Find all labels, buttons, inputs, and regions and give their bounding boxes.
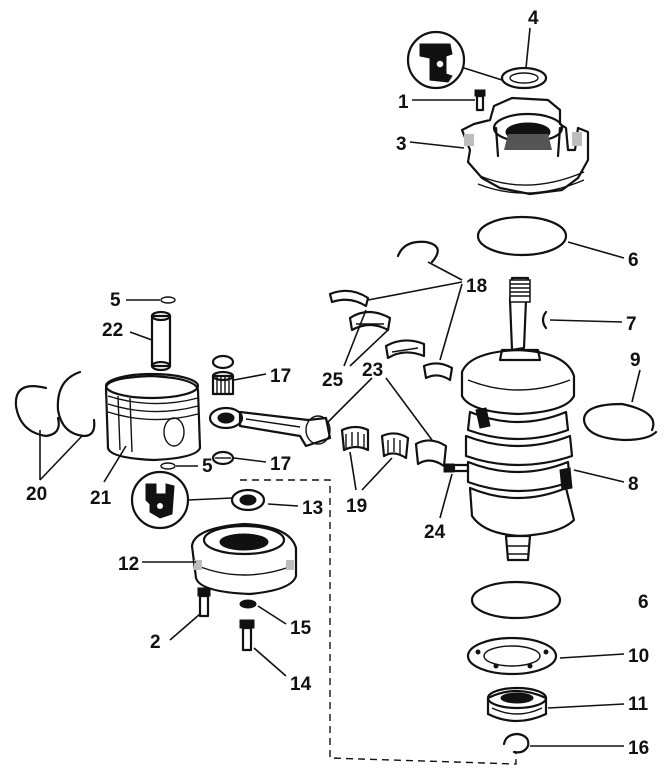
callout-25: 25 bbox=[322, 370, 344, 391]
ball-bearing bbox=[486, 686, 548, 723]
wrist-pin bbox=[150, 310, 172, 372]
needle-bearing-lower bbox=[211, 450, 235, 466]
crankshaft bbox=[460, 276, 576, 562]
snap-ring-16 bbox=[502, 732, 530, 754]
wrist-pin-clip-upper bbox=[160, 296, 176, 304]
screw-24 bbox=[443, 463, 470, 473]
lower-bearing-housing bbox=[190, 522, 298, 596]
o-ring-upper bbox=[476, 215, 568, 257]
seal-section-inset-lower bbox=[130, 470, 190, 530]
callout-15: 15 bbox=[290, 618, 312, 639]
callout-18: 18 bbox=[466, 276, 487, 297]
thrust-plate bbox=[466, 636, 558, 676]
screw-2 bbox=[197, 587, 211, 618]
piston-rings bbox=[14, 370, 96, 438]
callout-12: 12 bbox=[118, 554, 139, 575]
seal-upper bbox=[500, 66, 548, 90]
callout-3: 3 bbox=[396, 134, 407, 155]
screw-1 bbox=[474, 89, 486, 112]
callout-10: 10 bbox=[628, 646, 649, 667]
seal-lower bbox=[230, 488, 266, 512]
callout-5-upper: 5 bbox=[110, 290, 121, 311]
callout-16: 16 bbox=[628, 738, 649, 759]
callout-20: 20 bbox=[26, 484, 47, 505]
callout-5-lower: 5 bbox=[202, 456, 213, 477]
callout-24: 24 bbox=[424, 522, 446, 543]
snap-ring-9 bbox=[582, 402, 658, 442]
seal-section-inset bbox=[406, 30, 466, 90]
callout-6-lower: 6 bbox=[638, 592, 649, 613]
callout-13: 13 bbox=[302, 498, 323, 519]
callout-9: 9 bbox=[630, 350, 641, 371]
assembly-reference-line bbox=[240, 479, 517, 765]
wrist-pin-clip-lower bbox=[160, 462, 176, 470]
key-7 bbox=[541, 310, 548, 330]
callout-14: 14 bbox=[290, 674, 312, 695]
screw-14 bbox=[239, 619, 255, 652]
callout-8: 8 bbox=[628, 474, 639, 495]
callout-21: 21 bbox=[90, 488, 112, 509]
retaining-ring bbox=[396, 240, 439, 264]
callout-11: 11 bbox=[628, 694, 649, 715]
callout-2: 2 bbox=[150, 632, 161, 653]
callout-4: 4 bbox=[528, 8, 539, 29]
callout-22: 22 bbox=[102, 320, 123, 341]
callout-19: 19 bbox=[346, 496, 367, 517]
callout-1: 1 bbox=[398, 92, 409, 113]
leader-lines bbox=[39, 27, 641, 747]
callout-17-upper: 17 bbox=[270, 366, 291, 387]
callout-23: 23 bbox=[362, 360, 383, 381]
callout-6-upper: 6 bbox=[628, 250, 639, 271]
bearing-halves-lower bbox=[340, 425, 448, 468]
callout-7: 7 bbox=[626, 314, 637, 335]
upper-bearing-housing bbox=[460, 96, 590, 196]
connecting-rod bbox=[208, 406, 332, 448]
o-ring-lower bbox=[470, 580, 562, 620]
washer-15 bbox=[239, 599, 257, 609]
needle-bearing-upper bbox=[211, 354, 235, 396]
bearing-halves-upper bbox=[328, 289, 454, 382]
callout-17-lower: 17 bbox=[270, 454, 291, 475]
piston bbox=[104, 372, 202, 462]
